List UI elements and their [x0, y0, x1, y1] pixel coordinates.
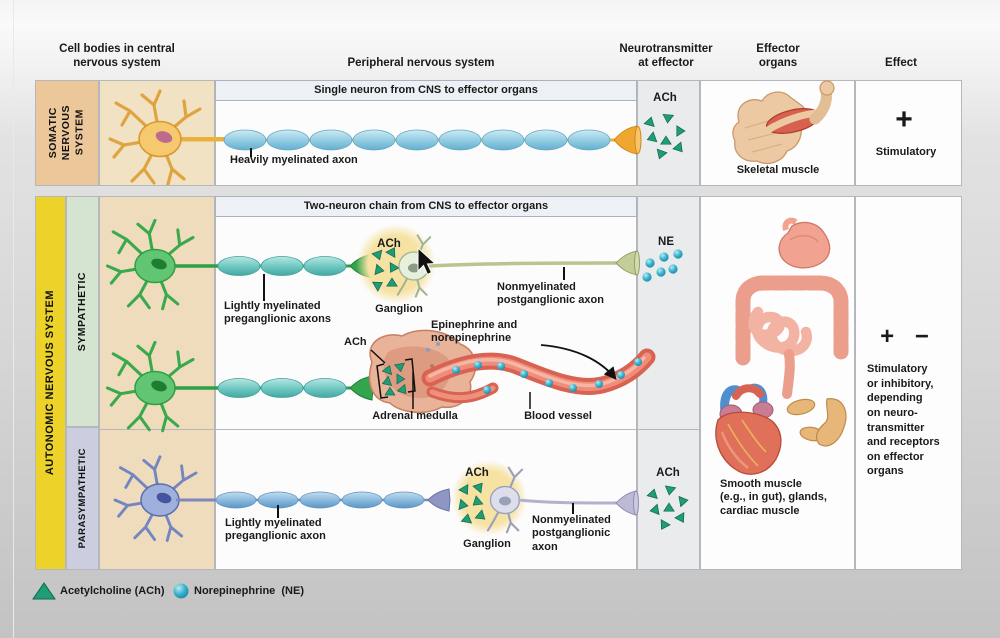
blood-vessel-label: Blood vessel — [524, 410, 592, 422]
adrenal-medulla-art — [368, 329, 477, 414]
somatic-axon-label: Heavily myelinated axon — [230, 154, 358, 166]
autonomic-band: AUTONOMIC NERVOUS SYSTEM — [35, 196, 66, 570]
skeletal-muscle-caption: Skeletal muscle — [736, 164, 820, 176]
skeletal-muscle-art — [732, 80, 835, 165]
sympathetic-pregang-label: Lightly myelinated preganglionic axons — [224, 300, 331, 326]
somatic-nt-label: ACh — [653, 92, 677, 104]
leader-line — [250, 148, 252, 157]
parasympathetic-neuron — [113, 455, 230, 542]
leader-line — [263, 274, 265, 301]
epinephrine-arrow — [540, 344, 617, 380]
autonomic-effect-symbol: + − — [880, 323, 936, 350]
legend-ach-triangle-icon — [32, 582, 56, 600]
sympathetic-postgang-label: Nonmyelinated postganglionic axon — [497, 281, 604, 307]
slide-edge-line — [13, 0, 14, 638]
autonomic-effector-cell — [700, 196, 855, 570]
autonomic-pathway-header-band: Two-neuron chain from CNS to effector or… — [215, 196, 637, 217]
sympathetic-parasympathetic-divider — [99, 429, 700, 430]
autonomic-pathway-header: Two-neuron chain from CNS to effector or… — [303, 199, 549, 212]
sympathetic-preganglionic-axon-lower — [176, 375, 374, 401]
parasympathetic-ganglion-ach: ACh — [465, 467, 489, 479]
header-effector-organs: Effector organs — [756, 43, 800, 70]
adrenal-bracket — [370, 349, 416, 409]
parasympathetic-ganglion-halo — [451, 460, 527, 536]
adrenal-ach-label: ACh — [344, 336, 367, 348]
somatic-pathway-header-band: Single neuron from CNS to effector organ… — [215, 80, 637, 101]
somatic-effect-cell — [855, 80, 962, 186]
sympathetic-ganglion-label: Ganglion — [375, 303, 423, 315]
somatic-effect-symbol: + — [895, 103, 913, 136]
adrenal-medulla-label: Adrenal medulla — [372, 410, 458, 422]
leader-line — [572, 503, 574, 514]
header-effect: Effect — [885, 57, 917, 69]
ach-triangles-parasympathetic-nt-icon — [646, 485, 690, 533]
somatic-band: SOMATIC NERVOUS SYSTEM — [35, 80, 99, 186]
autonomic-effector-caption: Smooth muscle (e.g., in gut), glands, ca… — [720, 478, 827, 517]
sympathetic-preganglionic-axon-upper — [176, 253, 375, 279]
parasympathetic-preganglionic-axon — [176, 488, 451, 512]
glands-art — [786, 398, 847, 447]
header-peripheral: Peripheral nervous system — [347, 57, 495, 69]
parasympathetic-band: PARASYMPATHETIC — [66, 427, 99, 570]
parasympathetic-postganglionic-axon — [517, 490, 639, 516]
legend-ne-label: Norepinephrine (NE) — [194, 585, 305, 597]
sympathetic-nt-label: NE — [658, 236, 674, 248]
autonomic-effect-text: Stimulatory or inhibitory, depending on … — [867, 363, 940, 478]
parasympathetic-postgang-label: Nonmyelinated postganglionic axon — [532, 514, 611, 553]
somatic-neuron — [108, 89, 230, 186]
sympathetic-ganglion-ach: ACh — [377, 238, 401, 250]
blood-vessel-art — [421, 348, 656, 404]
sympathetic-band: SYMPATHETIC — [66, 196, 99, 427]
parasympathetic-ganglion-label: Ganglion — [463, 538, 511, 550]
somatic-nt-cell — [637, 80, 700, 186]
digestive-tract-art — [735, 217, 849, 399]
sympathetic-postganglionic-axon — [427, 250, 640, 276]
header-neurotransmitter: Neurotransmitter at effector — [619, 43, 713, 70]
leader-line — [277, 505, 279, 518]
parasympathetic-nt-label: ACh — [656, 467, 680, 479]
leader-line — [563, 267, 565, 280]
heart-art — [715, 383, 782, 475]
ne-dots-icon — [642, 249, 683, 282]
ach-triangles-somatic-icon — [643, 114, 687, 161]
epinephrine-label: Epinephrine and norepinephrine — [431, 319, 518, 345]
somatic-axon — [182, 125, 642, 155]
parasympathetic-ganglion-cell — [486, 466, 524, 534]
header-cell-bodies: Cell bodies in central nervous system — [59, 43, 175, 70]
mouse-cursor-icon[interactable] — [417, 246, 437, 276]
somatic-effect-text: Stimulatory — [875, 146, 937, 158]
parasympathetic-pregang-label: Lightly myelinated preganglionic axon — [225, 517, 326, 543]
legend-ach-label: Acetylcholine (ACh) — [60, 585, 165, 597]
legend-ne-dot-icon — [173, 583, 189, 599]
autonomic-effect-cell — [855, 196, 962, 570]
somatic-pathway-header: Single neuron from CNS to effector organ… — [314, 83, 538, 96]
